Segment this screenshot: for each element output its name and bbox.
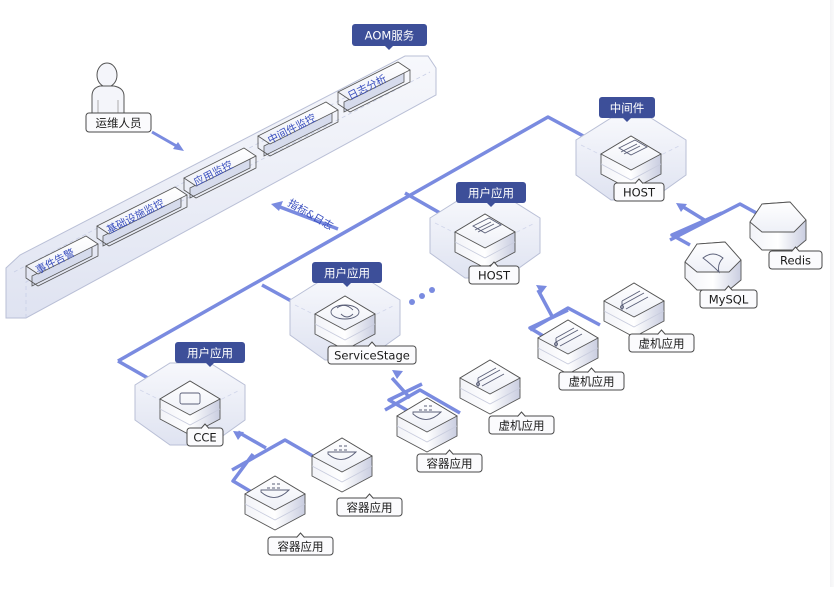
group-node[interactable] [600,135,662,191]
mysql-icon [702,253,724,274]
group-middleware: HOST 中间件 MySQL Redis [575,97,823,309]
node-label: 虚机应用 [499,419,545,433]
child-node[interactable] [396,397,458,453]
child-node-label: 容器应用 [267,532,334,556]
arrow-icon [392,370,403,379]
cce-icon [179,392,201,405]
node-label: 虚机应用 [639,337,685,351]
aom-title-tag: AOM服务 [352,24,427,50]
vm-icon [620,290,649,311]
child-connector [231,430,319,496]
host-icon [618,139,648,156]
vm-icon [476,367,505,388]
node-label: 容器应用 [347,501,393,515]
arrow-icon [173,142,184,151]
node-label: HOST [623,186,656,200]
metrics-logs-label: 指标&日志 [286,196,336,232]
child-node-label: 虚机应用 [558,367,625,391]
group-node-label: ServiceStage [327,341,417,365]
group-node[interactable] [454,213,516,269]
child-node-label: 容器应用 [336,493,403,517]
group-title: 用户应用 [187,346,233,360]
group-node[interactable] [314,295,376,351]
aom-title: AOM服务 [365,29,415,43]
person-icon [91,62,125,115]
ss-icon [330,304,360,320]
group-title: 中间件 [610,101,645,115]
group-node-label: HOST [613,178,665,202]
arrow-icon [536,285,547,294]
arrow-icon [233,431,244,440]
vm-icon [554,327,583,348]
docker-icon [327,445,358,460]
child-node-label: Redis [768,246,823,270]
child-node[interactable] [244,475,306,531]
node-label: Redis [780,254,811,268]
docker-icon [260,483,291,498]
group-title-tag: 中间件 [599,97,655,122]
child-node[interactable] [684,241,742,291]
scrollbar-track [830,0,834,587]
node-label: 容器应用 [278,540,324,554]
node-label: CCE [193,431,216,445]
host-icon [472,217,502,234]
docker-icon [412,405,443,420]
arrow-icon [676,203,687,212]
node-label: HOST [478,269,511,283]
child-node[interactable] [603,282,665,338]
node-label: 虚机应用 [569,375,615,389]
group-node-label: CCE [186,423,224,447]
operator-label: 运维人员 [96,116,142,130]
child-node[interactable] [537,319,599,375]
child-connector [669,202,761,247]
child-node[interactable] [311,437,373,493]
aom-module[interactable]: 日志分析 [337,61,411,113]
group-title-tag: 用户应用 [175,342,245,367]
node-label: MySQL [709,293,749,307]
group-title-tag: 用户应用 [312,262,382,287]
child-node-label: 虚机应用 [628,329,695,353]
group-node-label: HOST [468,261,520,285]
group-title: 用户应用 [324,266,370,280]
node-label: ServiceStage [334,349,410,363]
child-node-label: 容器应用 [416,449,483,473]
group-title-tag: 用户应用 [456,182,526,207]
ellipsis-dots [409,287,435,305]
child-node-label: 虚机应用 [488,411,555,435]
child-node[interactable] [749,201,807,251]
operator: 运维人员 [85,62,184,151]
metrics-arrow-icon [271,201,283,211]
child-node-label: MySQL [699,285,758,309]
group-node[interactable] [159,380,221,436]
node-label: 容器应用 [427,457,473,471]
child-connector [384,376,461,415]
child-node[interactable] [459,359,521,415]
group-title: 用户应用 [468,186,514,200]
